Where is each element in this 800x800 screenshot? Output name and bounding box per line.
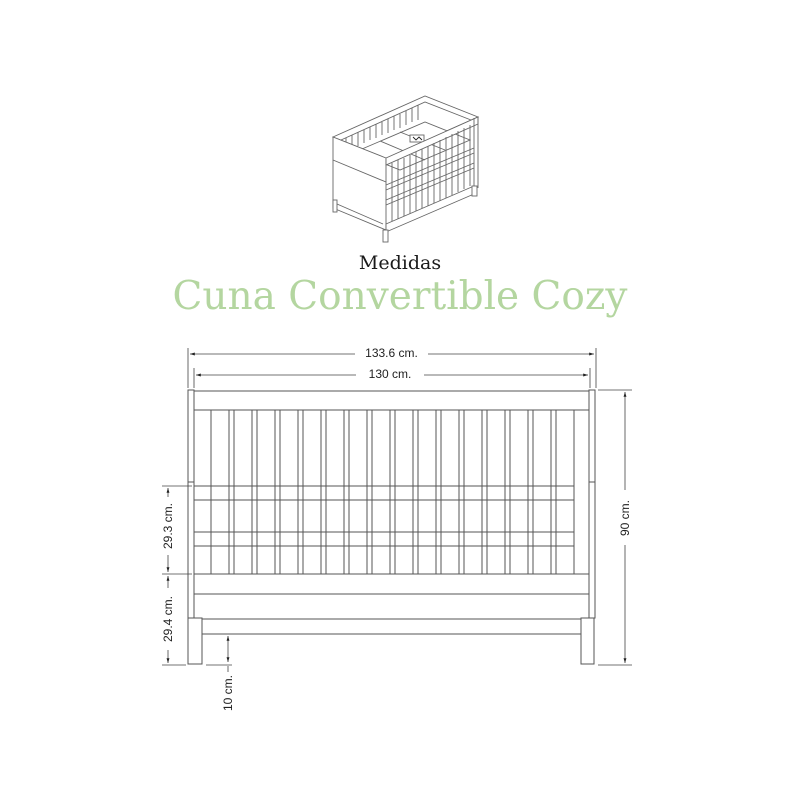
front-slats bbox=[391, 125, 471, 225]
right-post-lower bbox=[588, 481, 596, 619]
bottom-rail-2 bbox=[193, 593, 590, 620]
left-leg bbox=[187, 617, 203, 665]
dim-upper-side: 29.3 cm. bbox=[161, 502, 175, 550]
back-slats bbox=[345, 105, 419, 150]
product-title: Cuna Convertible Cozy bbox=[172, 274, 628, 319]
left-post-upper bbox=[187, 389, 195, 483]
slats bbox=[210, 409, 575, 575]
bottom-rail-1 bbox=[193, 573, 590, 595]
top-rail bbox=[193, 390, 590, 411]
slat-area bbox=[193, 409, 590, 575]
dim-lower-side: 29.4 cm. bbox=[161, 595, 175, 643]
left-post-lower bbox=[187, 481, 195, 619]
right-post-upper bbox=[588, 389, 596, 483]
right-leg bbox=[580, 617, 595, 665]
dim-leg-clearance: 10 cm. bbox=[221, 675, 235, 712]
subtitle-medidas: Medidas bbox=[358, 252, 442, 274]
lower-stretcher bbox=[201, 618, 582, 635]
dim-overall-width: 133.6 cm. bbox=[365, 346, 418, 360]
dim-height: 90 cm. bbox=[618, 500, 632, 537]
dim-inner-width: 130 cm. bbox=[368, 367, 412, 381]
